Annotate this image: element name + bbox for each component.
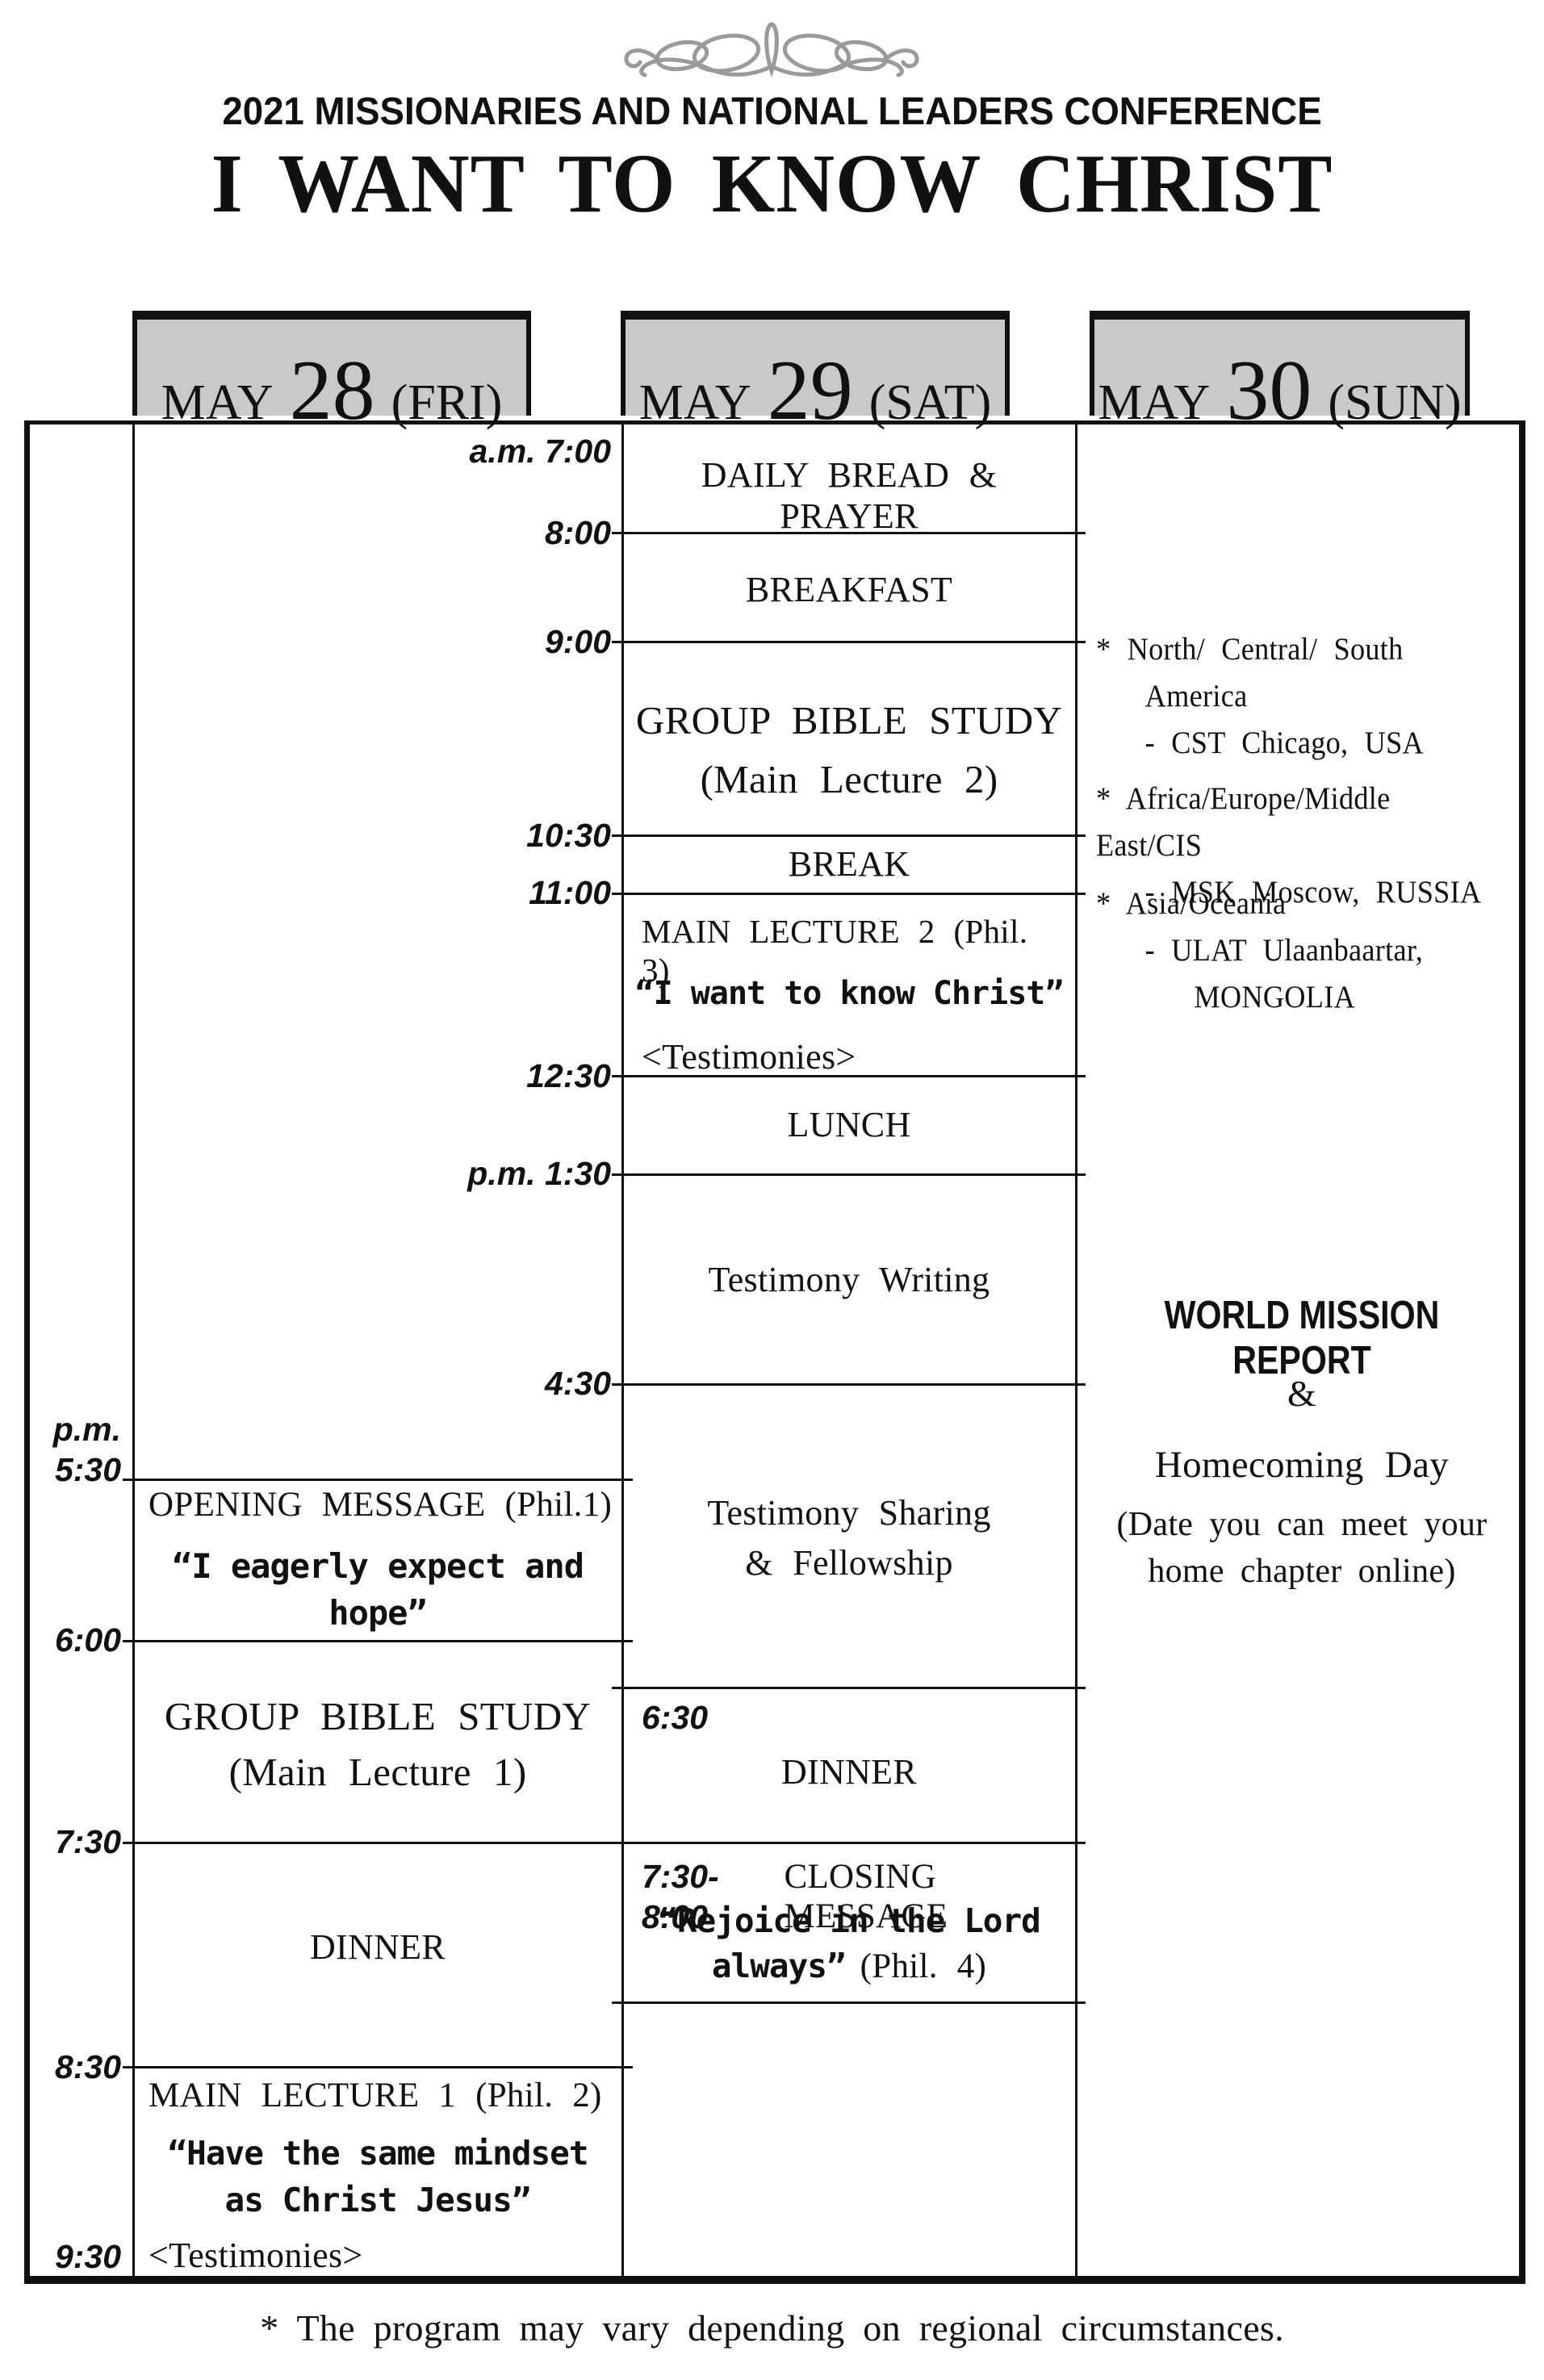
- cell-opening-quote: “I eagerly expect and hope”: [171, 1546, 584, 1633]
- grid-line-sat-1030: [612, 834, 1086, 837]
- grid-line-sat-2000: [612, 2001, 1086, 2004]
- grid-line-fri-2030: [123, 2066, 633, 2068]
- time-label-1030: 10:30: [526, 817, 611, 854]
- cell-main-lecture-1: MAIN LECTURE 1 (Phil. 2): [149, 2077, 602, 2114]
- conference-subtitle: 2021 MISSIONARIES AND NATIONAL LEADERS C…: [222, 90, 1322, 133]
- closing-message-heading: CLOSING MESSAGE: [784, 1858, 948, 1935]
- cell-ampersand: &: [1287, 1373, 1317, 1414]
- time-label-730-800: 7:30-8:00: [642, 1858, 719, 1935]
- cell-dinner-sat: DINNER: [780, 1752, 917, 1792]
- grid-line-sat-1630: [612, 1383, 1086, 1386]
- day-header-sun: MAY 30 (SUN): [1090, 311, 1470, 433]
- grid-line-sat-1230: [612, 1075, 1086, 1077]
- time-label-1100: 11:00: [529, 874, 611, 911]
- time-label-430: 4:30: [544, 1365, 611, 1402]
- time-label-600: 6:00: [54, 1621, 121, 1658]
- cell-main-lecture-2-quote: “I want to know Christ”: [634, 975, 1065, 1012]
- timezone-group-america: * North/ Central/ South America - CST Ch…: [1096, 632, 1424, 760]
- cell-homecoming-note: (Date you can meet your home chapter onl…: [1116, 1506, 1488, 1590]
- cell-testimonies-fri: <Testimonies>: [149, 2236, 363, 2275]
- time-label-830: 8:30: [54, 2048, 121, 2085]
- grid-line-fri-1800: [123, 1640, 633, 1642]
- grid-line-sat-1830: [612, 1687, 1086, 1689]
- cell-closing-quote-line2: always” (Phil. 4): [630, 1947, 1068, 1986]
- cell-dinner-fri: DINNER: [309, 1927, 446, 1967]
- time-label-pm-130: p.m. 1:30: [467, 1155, 611, 1192]
- grid-line-fri-1730: [123, 1479, 633, 1481]
- cell-testimony-sharing: Testimony Sharing & Fellowship: [707, 1493, 991, 1583]
- cell-opening-message: OPENING MESSAGE (Phil.1): [149, 1486, 613, 1524]
- time-label-730: 7:30: [54, 1823, 121, 1860]
- cell-main-lecture-1-quote: “Have the same mindset as Christ Jesus”: [167, 2134, 588, 2219]
- grid-line-sat-1930: [612, 1842, 1086, 1844]
- cell-main-lecture-2: MAIN LECTURE 2 (Phil. 3): [642, 913, 1028, 989]
- schedule-table-frame: [24, 420, 1525, 2284]
- time-label-900: 9:00: [544, 623, 611, 660]
- cell-homecoming-day: Homecoming Day: [1154, 1444, 1450, 1486]
- page-title: I WANT TO KNOW CHRIST: [211, 137, 1333, 230]
- day-header-sat: MAY 29 (SAT): [621, 311, 1010, 433]
- cell-closing-message-line: 7:30-8:00 CLOSING MESSAGE: [642, 1856, 1068, 1937]
- grid-vline-gutter: [132, 420, 135, 2284]
- cell-group-bible-study-sat: GROUP BIBLE STUDY (Main Lecture 2): [635, 698, 1063, 801]
- grid-line-sat-0800: [612, 532, 1086, 534]
- cell-breakfast: BREAKFAST: [745, 570, 953, 609]
- time-label-630: 6:30: [642, 1699, 709, 1736]
- cell-group-bible-study-fri: GROUP BIBLE STUDY (Main Lecture 1): [164, 1694, 592, 1794]
- time-label-1230: 12:30: [526, 1057, 611, 1094]
- cell-testimonies-sat: <Testimonies>: [642, 1037, 856, 1077]
- time-label-930: 9:30: [54, 2238, 121, 2275]
- day-header-fri: MAY 28 (FRI): [132, 311, 531, 433]
- cell-daily-bread: DAILY BREAD & PRAYER: [701, 455, 998, 536]
- grid-line-sat-1100: [612, 893, 1086, 895]
- grid-line-sat-0900: [612, 641, 1086, 643]
- cell-break: BREAK: [788, 844, 910, 884]
- grid-vline-sat: [621, 420, 624, 2284]
- flourish-ornament-icon: [624, 22, 930, 84]
- time-label-800: 8:00: [544, 514, 611, 551]
- footer-note: * The program may vary depending on regi…: [260, 2307, 1284, 2349]
- closing-quote-always: always”: [711, 1947, 847, 1985]
- time-label-am-700: a.m. 7:00: [469, 433, 612, 470]
- cell-lunch: LUNCH: [787, 1105, 911, 1144]
- cell-world-mission-report: WORLD MISSION REPORT: [1164, 1294, 1440, 1382]
- cell-closing-quote-line1: “Rejoice in the Lord: [658, 1901, 1041, 1940]
- grid-line-fri-1930: [123, 1842, 633, 1844]
- cell-testimony-writing: Testimony Writing: [708, 1260, 990, 1299]
- timezone-group-asia-oceania: * Asia/Oceania - ULAT Ulaanbaartar, MONG…: [1096, 886, 1424, 1014]
- timezone-group-africa-europe: * Africa/Europe/Middle East/CIS - MSK Mo…: [1096, 781, 1482, 910]
- grid-vline-sun: [1075, 420, 1077, 2284]
- grid-line-sat-1330: [612, 1173, 1086, 1176]
- closing-reference: (Phil. 4): [860, 1947, 987, 1985]
- time-label-pm-530: p.m. 5:30: [52, 1411, 121, 1488]
